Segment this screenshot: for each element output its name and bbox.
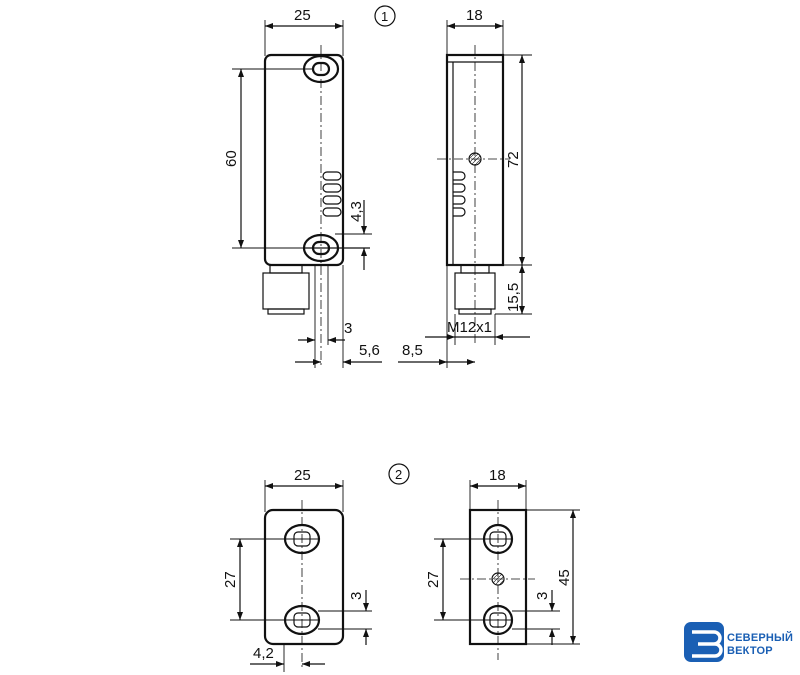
v1-front-connector — [262, 264, 310, 315]
view2-side: 18 27 3 45 — [425, 467, 580, 660]
v2-center-mark — [491, 572, 505, 586]
v1-front-housing — [263, 53, 345, 267]
dim-v1s-thread: M12x1 — [447, 319, 492, 336]
dim-v1s-connector-offset: 8,5 — [402, 342, 423, 359]
dim-v2f-hole-offset: 3 — [348, 592, 365, 600]
view1-marker: 1 — [374, 5, 396, 27]
view2-marker-label: 2 — [395, 467, 402, 482]
dim-v1f-depth-small: 3 — [344, 320, 352, 337]
dim-v1s-width: 18 — [466, 7, 483, 24]
dim-v2s-length: 45 — [556, 569, 573, 586]
company-logo: СЕВЕРНЫЙ ВЕКТОР — [684, 622, 793, 662]
dim-v2s-hole-offset: 3 — [534, 592, 551, 600]
dim-v2s-width: 18 — [489, 467, 506, 484]
v2-front-housing — [263, 508, 345, 646]
v1-side-slots — [453, 171, 466, 217]
dim-v1f-depth-large: 5,6 — [359, 342, 380, 359]
dim-v1s-connector-len: 15,5 — [505, 283, 522, 312]
logo-line2: ВЕКТОР — [727, 645, 773, 657]
dim-v2f-bottom-offset: 4,2 — [253, 645, 274, 662]
v1-side-connector — [454, 264, 496, 315]
v1-side-housing — [445, 53, 505, 267]
view1-side: 18 72 — [398, 7, 532, 368]
dim-v2f-width: 25 — [294, 467, 311, 484]
dim-v2s-hole-spacing: 27 — [425, 571, 442, 588]
view1-marker-label: 1 — [381, 9, 388, 24]
logo-line1: СЕВЕРНЫЙ — [727, 631, 793, 644]
v1-center-mark — [468, 152, 482, 166]
view2-front: 25 27 3 4,2 — [222, 467, 372, 672]
v1-vent-slots — [322, 171, 342, 217]
view1-front: 25 60 — [223, 7, 382, 368]
dim-v1s-length: 72 — [505, 151, 522, 168]
dim-v1f-hole-spacing: 60 — [223, 150, 240, 167]
dim-v2f-hole-spacing: 27 — [222, 571, 239, 588]
dim-v1f-width: 25 — [294, 7, 311, 24]
dim-v1f-hole-offset: 4,3 — [348, 201, 365, 222]
view2-marker: 2 — [388, 463, 410, 485]
